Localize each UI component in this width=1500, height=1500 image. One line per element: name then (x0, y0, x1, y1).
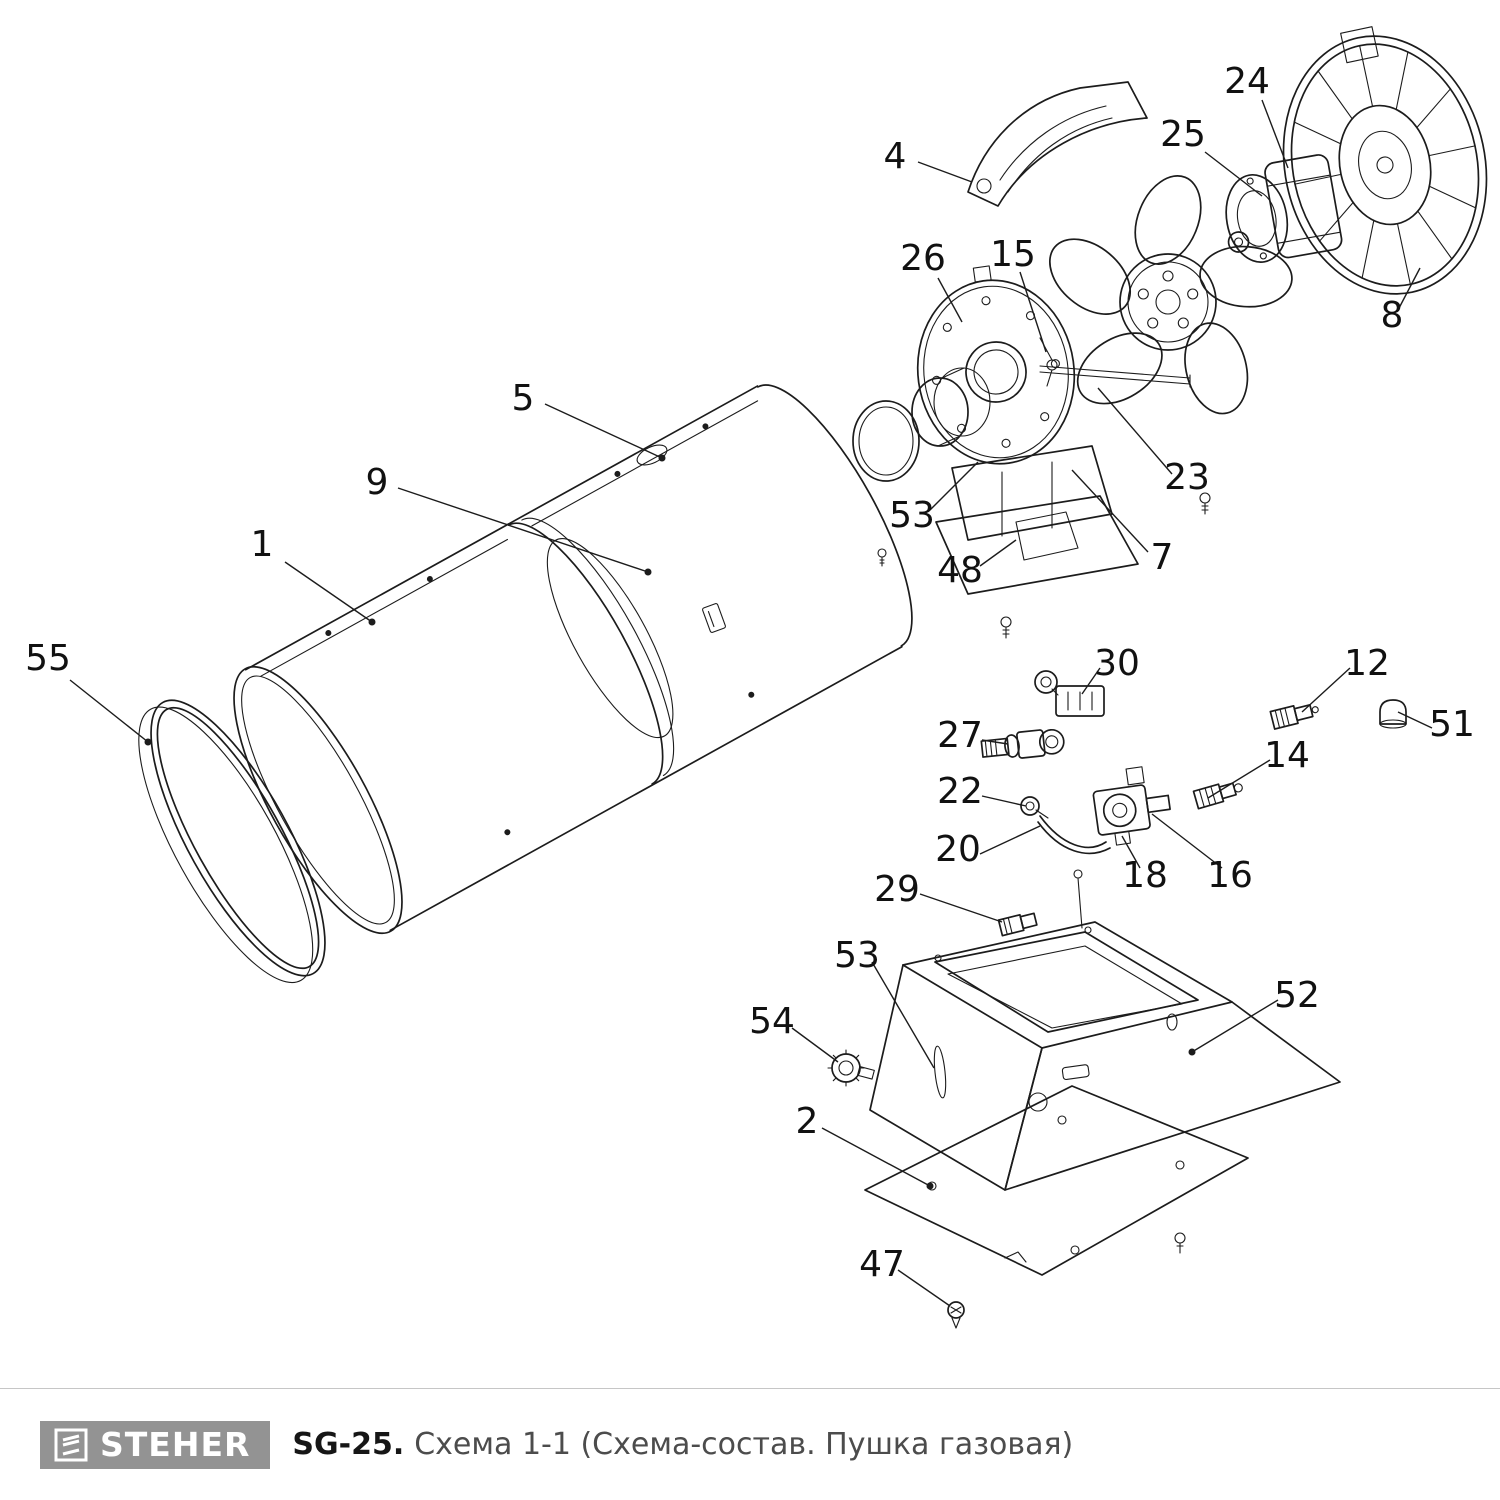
scheme-caption: Схема 1-1 (Схема-состав. Пушка газовая) (414, 1427, 1074, 1462)
cylinder-latch (702, 603, 726, 633)
screw (947, 1301, 965, 1329)
elbow-fitting (1020, 796, 1049, 819)
callout-25: 25 (1160, 114, 1206, 155)
callout-53a: 53 (889, 495, 935, 536)
callout-15: 15 (990, 234, 1036, 275)
callout-52: 52 (1274, 975, 1320, 1016)
fan-guard (1282, 26, 1488, 295)
base-housing (869, 869, 1341, 1191)
callout-1: 1 (251, 524, 274, 565)
callout-4: 4 (884, 136, 907, 177)
main-cylinder (233, 384, 913, 935)
cap (1379, 699, 1407, 729)
callout-8: 8 (1381, 295, 1404, 336)
fan-impeller (1048, 175, 1293, 415)
footer: STEHER SG-25. Схема 1-1 (Схема-состав. Пу… (0, 1388, 1500, 1500)
callout-14: 14 (1264, 735, 1310, 776)
callout-23: 23 (1164, 457, 1210, 498)
callout-22: 22 (937, 771, 983, 812)
screw (1199, 492, 1211, 515)
screw (1174, 1232, 1186, 1254)
bottom-plate (864, 1085, 1249, 1276)
brand-name: STEHER (100, 1425, 251, 1464)
callout-20: 20 (935, 829, 981, 870)
handle (967, 81, 1148, 207)
solenoid-valve (1034, 670, 1105, 717)
callout-2: 2 (796, 1101, 819, 1142)
callout-53b: 53 (834, 935, 880, 976)
callout-24: 24 (1224, 61, 1270, 102)
callout-18: 18 (1122, 855, 1168, 896)
callout-27: 27 (937, 715, 983, 756)
callout-26: 26 (900, 238, 946, 279)
screw (877, 548, 887, 567)
callout-30: 30 (1094, 643, 1140, 684)
callout-7: 7 (1151, 537, 1174, 578)
mounting-plate (916, 265, 1076, 465)
gas-rod (1039, 365, 1191, 388)
callout-16: 16 (1207, 855, 1253, 896)
callout-5: 5 (512, 378, 535, 419)
ignition-electrode (1039, 337, 1058, 387)
gas-inlet-pipe (980, 728, 1065, 759)
burner-cup (852, 367, 991, 482)
callout-9: 9 (366, 462, 389, 503)
callout-51: 51 (1429, 704, 1475, 745)
steher-logo-icon (54, 1428, 88, 1461)
cylinder-slot (636, 444, 668, 466)
model-label: SG-25. (292, 1427, 405, 1462)
exploded-parts-diagram: 55 1 9 5 4 26 15 25 24 8 23 53 7 48 30 1… (25, 26, 1488, 1329)
gas-hose (1037, 815, 1111, 855)
front-ring (138, 699, 326, 984)
caption-line: SG-25. Схема 1-1 (Схема-состав. Пушка газ… (292, 1427, 1073, 1462)
outlet-fitting (1192, 782, 1243, 810)
brand-logo: STEHER (40, 1420, 271, 1469)
leader-lines (69, 99, 1433, 1307)
callout-54: 54 (749, 1001, 795, 1042)
nipple-fitting (1269, 704, 1319, 730)
callouts: 55 1 9 5 4 26 15 25 24 8 23 53 7 48 30 1… (25, 61, 1475, 1285)
fan-motor (1225, 154, 1343, 263)
callout-48: 48 (937, 550, 983, 591)
callout-55: 55 (25, 638, 71, 679)
callout-12: 12 (1344, 643, 1390, 684)
inner-chamber (546, 538, 674, 739)
callout-29: 29 (874, 869, 920, 910)
piezo-igniter (827, 1049, 875, 1087)
callout-47: 47 (859, 1244, 905, 1285)
screw (1000, 616, 1012, 639)
valve-body (1092, 766, 1171, 846)
base-fitting (997, 912, 1038, 937)
